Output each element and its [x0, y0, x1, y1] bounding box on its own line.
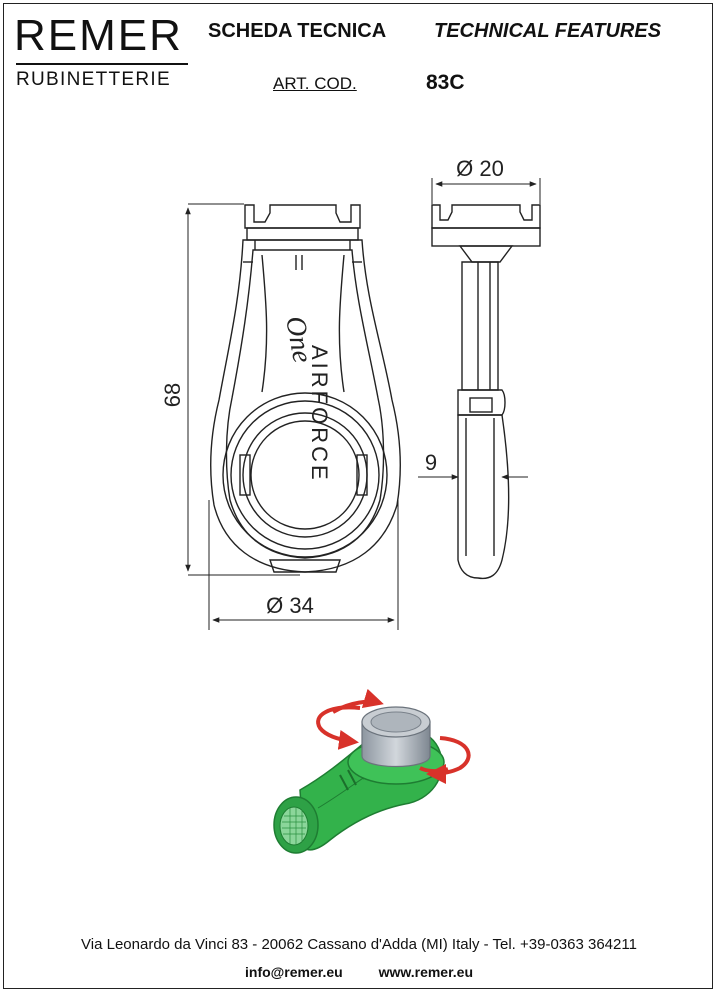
article-code: 83C — [426, 71, 465, 94]
product-3d-illustration — [273, 688, 471, 854]
title-english: TECHNICAL FEATURES — [434, 20, 662, 42]
footer-email[interactable]: info@remer.eu — [245, 964, 343, 980]
airforce-logo-text: AIRFORCE — [307, 345, 332, 483]
footer-address: Via Leonardo da Vinci 83 - 20062 Cassano… — [81, 936, 637, 953]
dimension-thickness-label: 9 — [425, 450, 437, 475]
dimension-height-label: 68 — [160, 383, 185, 407]
dimension-width — [208, 500, 399, 630]
page-frame — [3, 3, 713, 989]
dimension-height — [185, 203, 300, 576]
title-italian: SCHEDA TECNICA — [208, 20, 387, 42]
dimension-top-width — [431, 178, 541, 204]
side-view — [431, 204, 541, 580]
brand-logo: REMER — [14, 11, 183, 60]
one-script-text: One — [279, 314, 318, 365]
article-code-label: ART. COD. — [273, 74, 357, 93]
brand-subtitle: RUBINETTERIE — [16, 69, 171, 90]
dimension-width-label: Ø 34 — [266, 593, 314, 618]
footer-contacts: info@remer.eu www.remer.eu — [0, 964, 718, 980]
logo-divider — [16, 63, 188, 65]
front-view — [210, 204, 401, 573]
dimension-top-width-label: Ø 20 — [456, 156, 504, 181]
footer-website[interactable]: www.remer.eu — [378, 964, 473, 980]
